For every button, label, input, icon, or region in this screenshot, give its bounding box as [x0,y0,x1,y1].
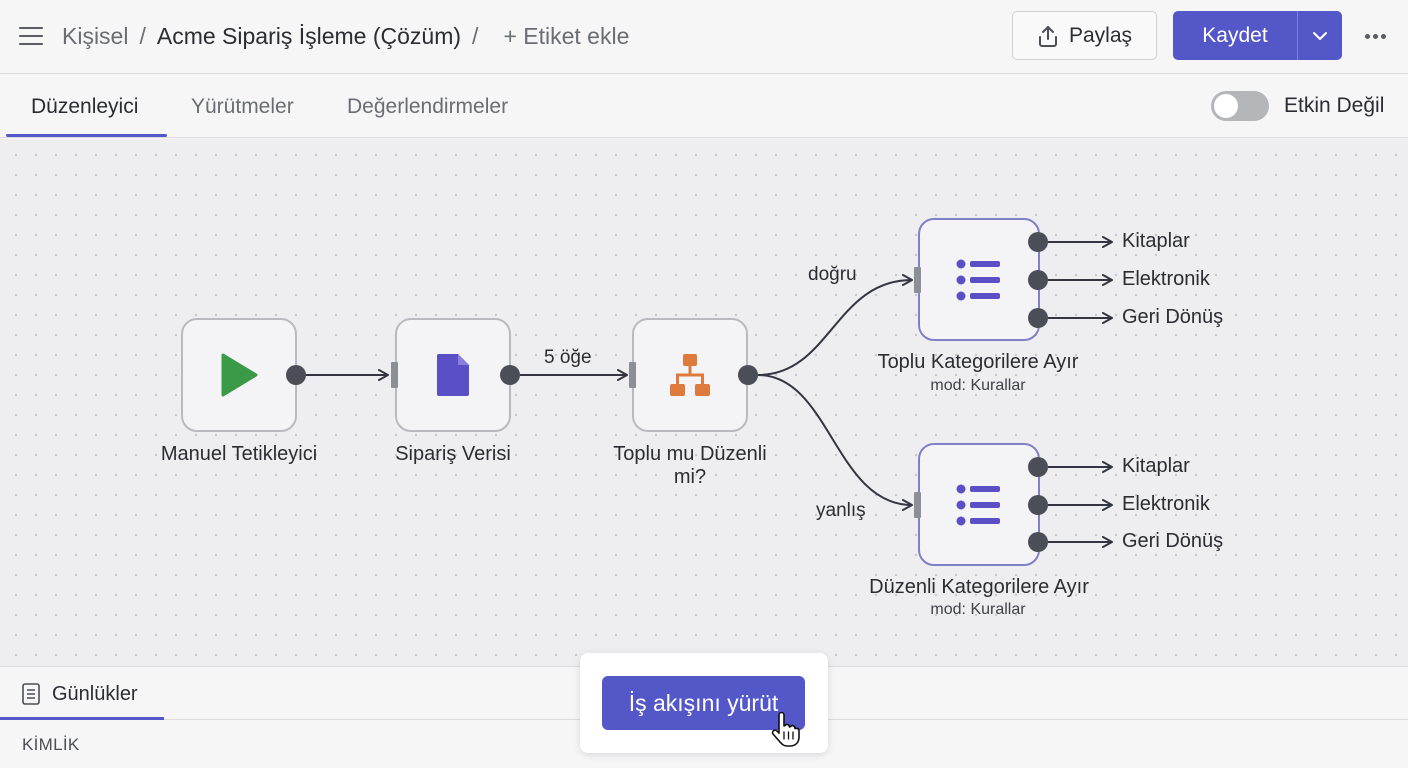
logs-tab[interactable]: Günlükler [0,667,164,721]
output-handle[interactable] [1028,457,1048,477]
tab-editor[interactable]: Düzenleyici [31,94,139,118]
output-handle[interactable] [738,365,758,385]
share-button[interactable]: Paylaş [1012,11,1157,60]
share-label: Paylaş [1068,23,1133,47]
output-handle[interactable] [1028,495,1048,515]
hand-cursor-icon [771,712,800,747]
output-label-electronics: Elektronik [1122,268,1210,290]
list-icon [956,484,1000,525]
logs-tab-label: Günlükler [52,682,138,705]
output-handle[interactable] [1028,308,1048,328]
activation-label: Etkin Değil [1284,94,1385,117]
edge-label-items: 5 öğe [544,347,592,368]
node-label-trigger: Manuel Tetikleyici [160,443,318,465]
node-label-order-data: Sipariş Verisi [395,443,511,465]
node-label-switch: Toplu mu Düzenli mi? [613,443,767,488]
breadcrumb-separator: / [139,22,146,49]
output-label-books: Kitaplar [1122,230,1190,252]
run-workflow-button[interactable]: İş akışını yürüt [602,676,805,730]
breadcrumb-separator: / [472,22,479,49]
active-tab-indicator [6,134,167,137]
output-handle[interactable] [1028,532,1048,552]
breadcrumb: Kişisel / Acme Sipariş İşleme (Çözüm) / … [62,22,629,50]
input-handle[interactable] [391,362,398,388]
node-bulk-or-regular[interactable] [632,318,748,432]
activation-toggle[interactable] [1211,91,1269,121]
node-subtitle-regular: mod: Kurallar [930,601,1026,618]
output-handle[interactable] [500,365,520,385]
output-handle[interactable] [286,365,306,385]
chevron-down-icon [1313,31,1327,40]
tab-bar: Düzenleyici Yürütmeler Değerlendirmeler [0,75,1408,138]
output-handle[interactable] [1028,232,1048,252]
edge-label-false: yanlış [816,500,866,521]
node-label-bulk: Toplu Kategorilere Ayır [877,351,1079,373]
document-lines-icon [22,683,40,705]
output-label-books: Kitaplar [1122,455,1190,477]
add-tag-button[interactable]: + Etiket ekle [503,22,630,49]
column-id: KİMLİK [22,735,80,754]
output-handle[interactable] [1028,270,1048,290]
input-handle[interactable] [914,267,921,293]
save-dropdown-button[interactable] [1297,11,1342,60]
upload-icon [1038,25,1057,47]
save-button-group: Kaydet [1173,11,1342,60]
output-label-electronics: Elektronik [1122,493,1210,515]
edge-label-true: doğru [808,264,857,285]
input-handle[interactable] [629,362,636,388]
breadcrumb-personal[interactable]: Kişisel [62,22,129,49]
logs-tab-indicator [0,717,164,720]
save-button[interactable]: Kaydet [1202,23,1268,47]
sitemap-icon [670,354,710,396]
tab-executions[interactable]: Yürütmeler [191,94,294,118]
node-order-data[interactable] [395,318,511,432]
list-icon [956,259,1000,300]
tab-evaluations[interactable]: Değerlendirmeler [347,94,509,118]
output-label-fallback: Geri Dönüş [1122,530,1224,552]
ellipsis-icon[interactable] [1360,22,1390,50]
top-header: Kişisel / Acme Sipariş İşleme (Çözüm) / … [0,0,1408,74]
workflow-title[interactable]: Acme Sipariş İşleme (Çözüm) [156,22,462,49]
node-regular-categorize[interactable] [918,443,1040,566]
node-subtitle-bulk: mod: Kurallar [930,377,1026,394]
node-manual-trigger[interactable] [181,318,297,432]
output-label-fallback: Geri Dönüş [1122,306,1224,328]
document-icon [437,354,469,396]
input-handle[interactable] [914,492,921,518]
hamburger-icon[interactable] [16,22,46,50]
node-label-regular: Düzenli Kategorilere Ayır [869,576,1089,598]
toggle-knob [1214,94,1238,118]
play-icon [221,353,258,397]
node-bulk-categorize[interactable] [918,218,1040,341]
